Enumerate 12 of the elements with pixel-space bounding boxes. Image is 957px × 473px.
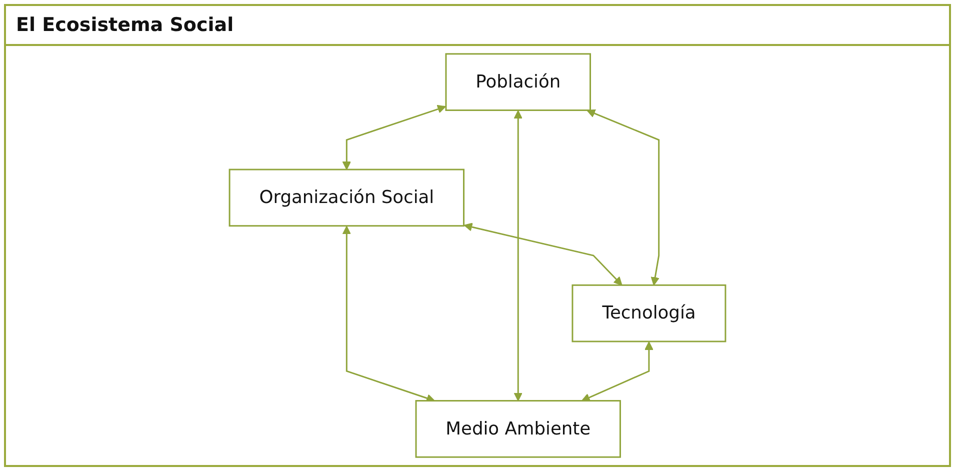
arrow (342, 226, 435, 402)
arrow (464, 222, 622, 286)
node-box (415, 400, 621, 458)
diagram-frame: El Ecosistema Social Organización Social Población Medio Ambiente Tecnología (4, 4, 951, 467)
arrow (342, 104, 446, 170)
arrow (581, 341, 654, 402)
node-box (445, 53, 591, 111)
node-box (228, 168, 464, 227)
node-box (572, 284, 726, 342)
title: El Ecosistema Social (6, 6, 949, 46)
arrow (586, 109, 660, 286)
arrow (514, 110, 522, 402)
